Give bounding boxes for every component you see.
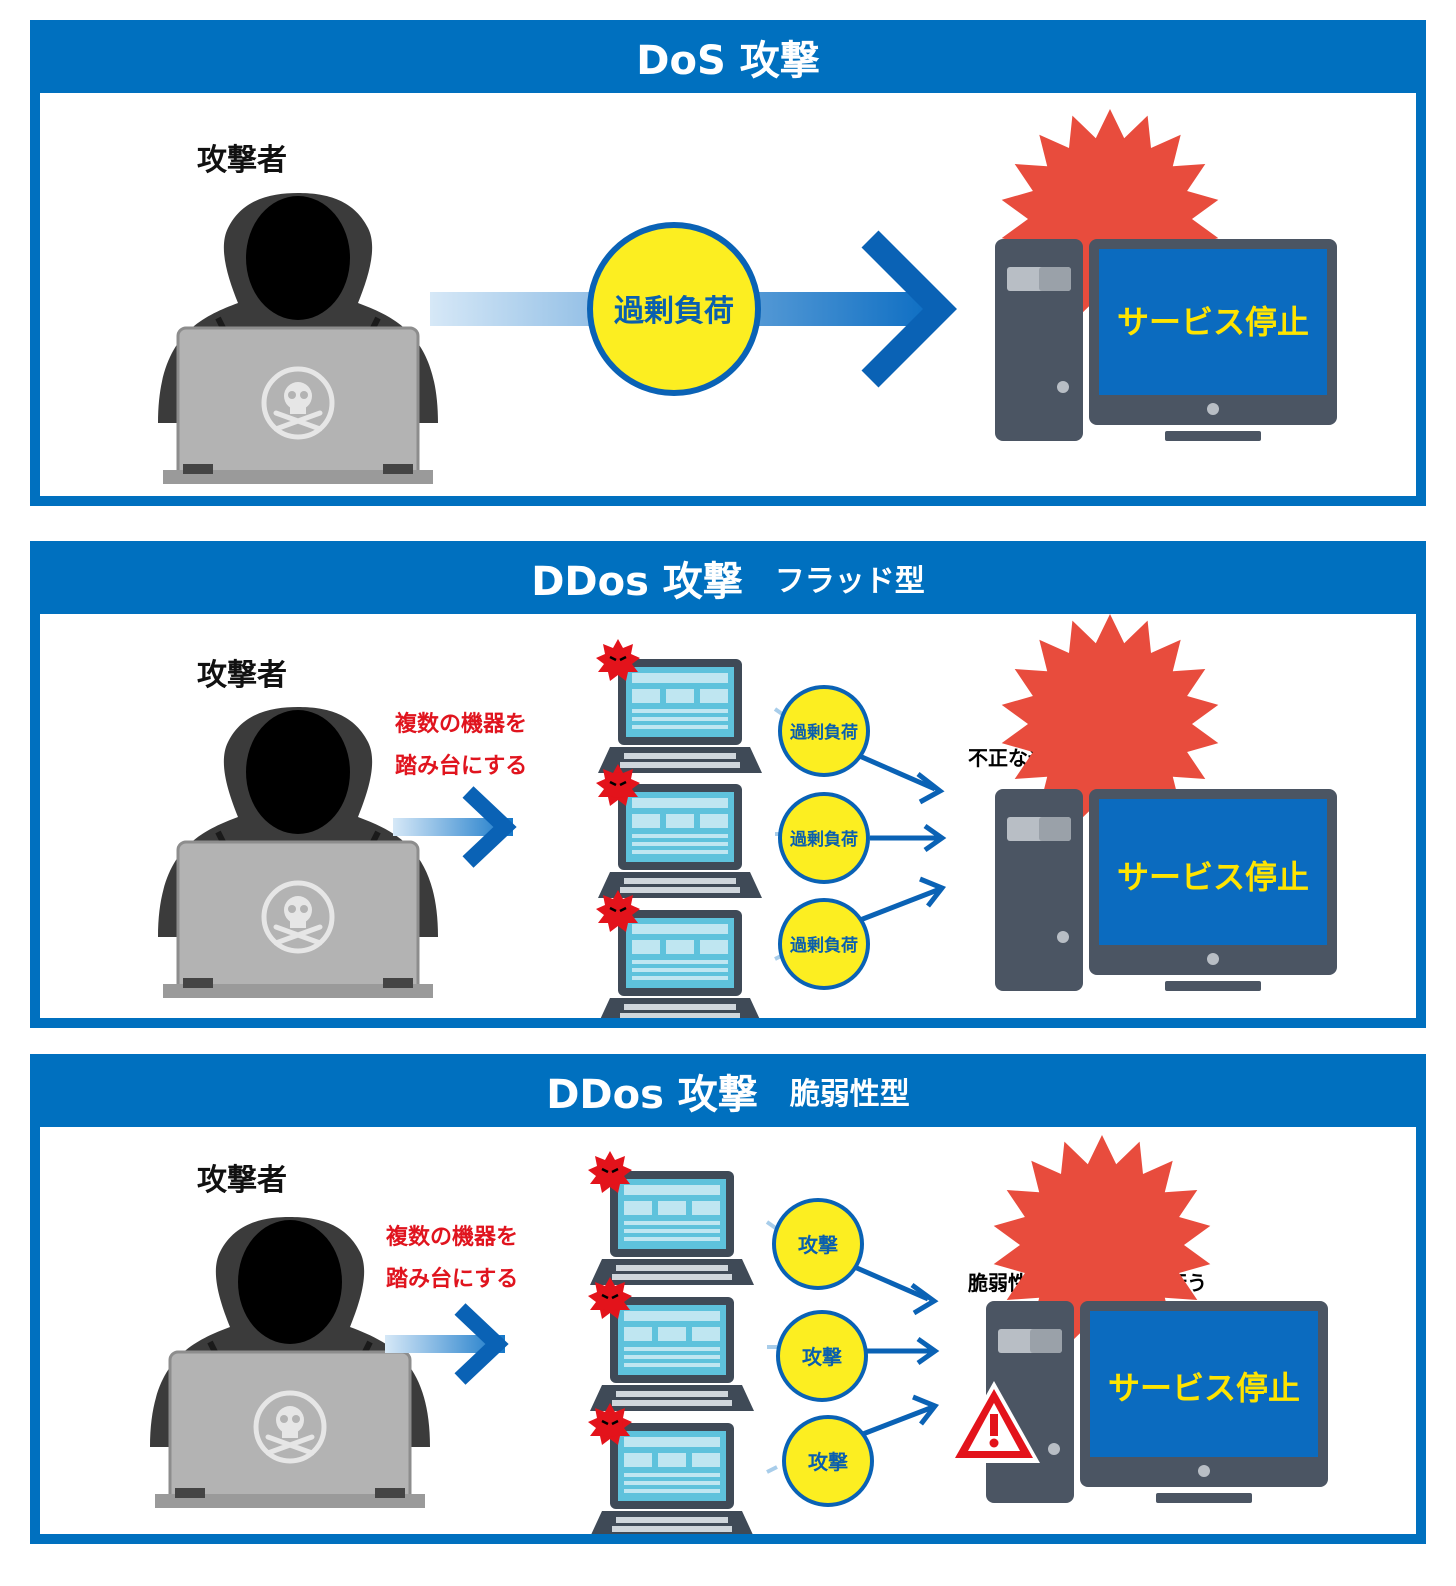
warning-triangle-icon bbox=[948, 1381, 1040, 1463]
arrow-right-icon bbox=[385, 1303, 509, 1385]
hooded-attacker-icon bbox=[150, 1217, 430, 1508]
panel-title: DDos 攻撃 フラッド型 bbox=[30, 541, 1426, 614]
panel-body: 攻撃者 過剰負荷 サービス停止 bbox=[40, 93, 1416, 496]
panel-title-main: DDos 攻撃 bbox=[531, 558, 743, 605]
panel-title-main: DoS 攻撃 bbox=[636, 37, 820, 84]
panel-body: 攻撃者 複数の機器を 踏み台にする 脆弱性を狙って攻撃を行う bbox=[40, 1127, 1416, 1534]
bubble-label: 攻撃 bbox=[798, 1233, 838, 1257]
panel-ddos-flood: DDos 攻撃 フラッド型 攻撃者 複数の機器を 踏み台にする 不正な通信を大量… bbox=[30, 541, 1426, 1028]
ddos-vulnerability-diagram: 攻撃 攻撃 攻撃 サービス停止 bbox=[40, 1135, 1328, 1534]
hooded-attacker-icon bbox=[158, 707, 438, 998]
burst-icon bbox=[993, 1135, 1211, 1355]
relay-label: 複数の機器を 踏み台にする bbox=[395, 704, 527, 788]
attacker-label: 攻撃者 bbox=[197, 658, 287, 693]
panel-title-sub: フラッド型 bbox=[774, 563, 925, 599]
panel-body: 攻撃者 複数の機器を 踏み台にする 不正な通信を大量に行う bbox=[40, 614, 1416, 1018]
relay-label-line1: 複数の機器を bbox=[395, 712, 528, 737]
bubble: 過剰負荷 bbox=[778, 685, 870, 777]
attacker-label: 攻撃者 bbox=[197, 1163, 287, 1198]
bubble: 攻撃 bbox=[772, 1198, 864, 1290]
relay-label: 複数の機器を 踏み台にする bbox=[386, 1217, 518, 1301]
panel-title-sub: 脆弱性型 bbox=[789, 1076, 910, 1112]
panel-title: DoS 攻撃 bbox=[30, 20, 1426, 93]
screen-label: サービス停止 bbox=[1108, 1369, 1300, 1407]
bubble: 過剰負荷 bbox=[778, 898, 870, 990]
bubble: 攻撃 bbox=[776, 1310, 868, 1402]
screen-label: サービス停止 bbox=[1117, 858, 1309, 896]
screen-label: サービス停止 bbox=[1117, 303, 1309, 341]
burst-icon bbox=[1001, 614, 1219, 834]
bubble: 攻撃 bbox=[782, 1415, 874, 1507]
panel-title: DDos 攻撃 脆弱性型 bbox=[30, 1054, 1426, 1127]
relay-label-line2: 踏み台にする bbox=[386, 1267, 519, 1292]
bubble-label: 過剰負荷 bbox=[790, 935, 858, 956]
load-label: 過剰負荷 bbox=[614, 294, 734, 329]
bubble-label: 過剰負荷 bbox=[790, 829, 858, 850]
arrow-right-icon bbox=[393, 786, 517, 868]
bubble-label: 攻撃 bbox=[808, 1450, 848, 1474]
load-bubble bbox=[587, 222, 761, 396]
bubble-label: 過剰負荷 bbox=[790, 722, 858, 743]
relay-label-line2: 踏み台にする bbox=[395, 754, 528, 779]
ddos-flood-diagram: 過剰負荷 過剰負荷 過剰負荷 サービス停止 bbox=[40, 614, 1337, 1018]
relay-label-line1: 複数の機器を bbox=[386, 1225, 519, 1250]
attacker-label: 攻撃者 bbox=[197, 143, 287, 178]
bubble-label: 攻撃 bbox=[802, 1345, 842, 1369]
panel-ddos-vulnerability: DDos 攻撃 脆弱性型 攻撃者 複数の機器を 踏み台にする 脆弱性を狙って攻撃… bbox=[30, 1054, 1426, 1544]
dos-diagram: 過剰負荷 サービス停止 bbox=[40, 109, 1337, 496]
bubble: 過剰負荷 bbox=[778, 792, 870, 884]
hooded-attacker-icon bbox=[158, 193, 438, 484]
arrow-right-icon bbox=[853, 751, 947, 925]
panel-title-main: DDos 攻撃 bbox=[546, 1071, 758, 1118]
panel-dos: DoS 攻撃 攻撃者 過剰負荷 サービス停止 bbox=[30, 20, 1426, 506]
